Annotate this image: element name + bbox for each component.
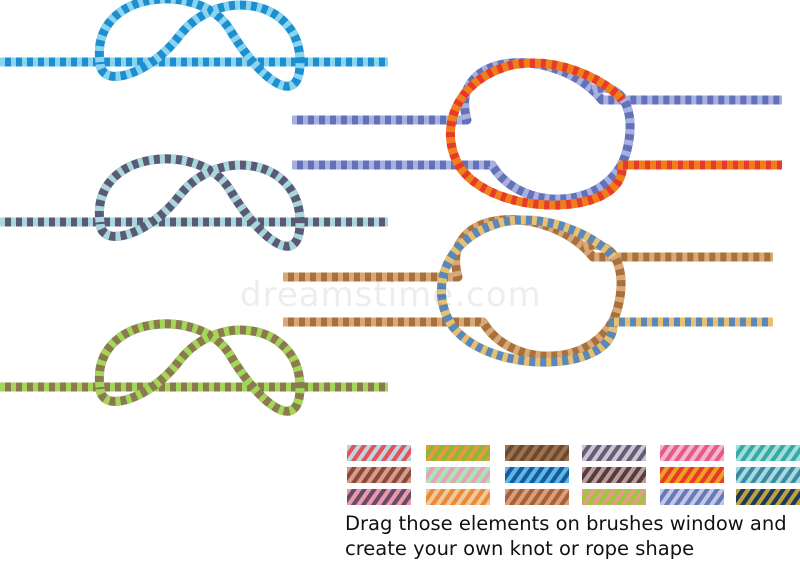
reef-knot-blue-orange-strand-c (445, 58, 782, 210)
rope-swatch[interactable] (505, 467, 569, 483)
reef-knot-blue-orange-strand-a (292, 58, 782, 125)
rope-swatch[interactable] (660, 467, 724, 483)
rope-swatch[interactable] (426, 467, 490, 483)
reef-knot-brown-blue-strand-c (436, 215, 773, 367)
rope-swatch[interactable] (347, 467, 411, 483)
rope-swatch[interactable] (736, 445, 800, 461)
reef-knot-brown-blue-strand-a (283, 215, 773, 282)
figure-eight-knot-grey-loop (94, 154, 305, 251)
rope-swatch[interactable] (736, 467, 800, 483)
rope-swatch[interactable] (505, 445, 569, 461)
caption-line-2: create your own knot or rope shape (345, 537, 695, 560)
rope-swatch[interactable] (426, 445, 490, 461)
rope-swatch[interactable] (660, 489, 724, 505)
caption-line-1: Drag those elements on brushes window an… (345, 512, 787, 535)
rope-swatch[interactable] (347, 489, 411, 505)
rope-swatch[interactable] (582, 489, 646, 505)
caption: Drag those elements on brushes window an… (345, 511, 800, 561)
rope-swatch[interactable] (347, 445, 411, 461)
rope-swatch[interactable] (426, 489, 490, 505)
figure-eight-knot-blue-loop (94, 0, 305, 91)
figure-eight-knot-green-loop (94, 319, 305, 416)
rope-swatch[interactable] (660, 445, 724, 461)
rope-swatch[interactable] (582, 467, 646, 483)
watermark-text: dreamstime.com (240, 275, 542, 315)
rope-swatch[interactable] (582, 445, 646, 461)
rope-swatch[interactable] (505, 489, 569, 505)
rope-swatch[interactable] (736, 489, 800, 505)
